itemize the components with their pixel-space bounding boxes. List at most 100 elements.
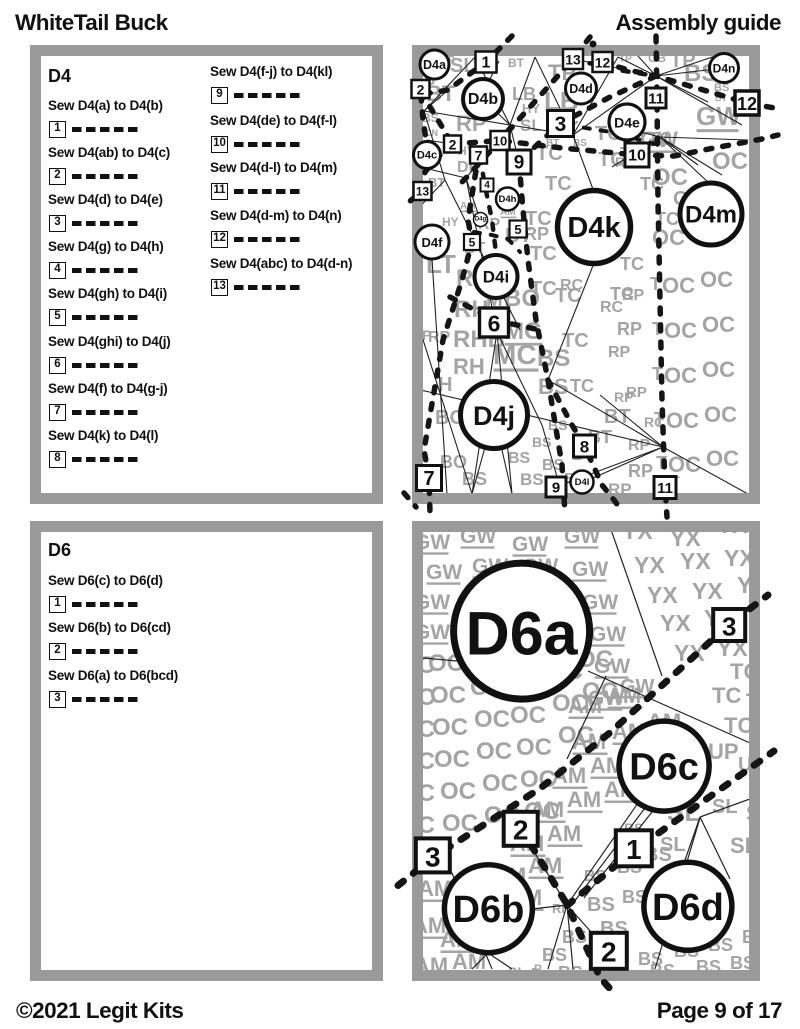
svg-text:TC: TC [525, 208, 552, 230]
svg-text:10: 10 [493, 134, 507, 149]
svg-text:BS: BS [730, 953, 755, 973]
svg-text:RP: RP [626, 384, 647, 401]
svg-text:D4e: D4e [614, 115, 640, 131]
svg-text:SL: SL [520, 116, 542, 135]
svg-text:OC: OC [399, 812, 435, 839]
svg-text:1: 1 [482, 54, 491, 71]
svg-text:BO: BO [430, 492, 456, 511]
svg-text:SL: SL [746, 801, 774, 826]
svg-text:TC: TC [620, 254, 644, 274]
svg-text:BT: BT [604, 406, 631, 428]
svg-text:OC: OC [704, 402, 737, 427]
svg-text:GW: GW [588, 687, 624, 710]
svg-text:H: H [438, 374, 452, 396]
svg-text:D4i: D4i [483, 268, 509, 287]
svg-text:LB: LB [512, 84, 536, 104]
svg-text:GW: GW [620, 676, 655, 698]
svg-text:BS: BS [508, 450, 531, 467]
svg-text:D4b: D4b [468, 91, 498, 108]
svg-text:9: 9 [514, 152, 525, 173]
svg-text:GW: GW [590, 623, 626, 646]
svg-text:OC: OC [706, 446, 739, 471]
svg-text:YX: YX [724, 545, 755, 571]
svg-text:RP: RP [617, 319, 642, 339]
svg-text:YX: YX [670, 525, 701, 551]
svg-text:OC: OC [399, 716, 435, 743]
svg-text:T: T [652, 364, 663, 384]
svg-text:6: 6 [488, 311, 501, 337]
svg-text:RP: RP [614, 389, 633, 405]
svg-text:OC: OC [432, 714, 468, 741]
svg-text:TC: TC [545, 173, 572, 195]
svg-text:RP: RP [622, 287, 645, 304]
svg-text:TC: TC [555, 285, 582, 307]
svg-text:YX: YX [737, 572, 768, 598]
svg-text:RH: RH [453, 354, 485, 379]
svg-text:HY: HY [442, 215, 459, 229]
svg-text:TC: TC [530, 278, 557, 300]
svg-text:RP: RP [524, 224, 549, 244]
svg-text:7: 7 [423, 468, 434, 490]
svg-text:RC: RC [600, 299, 624, 316]
svg-text:SL: SL [712, 796, 738, 818]
svg-text:D6a: D6a [466, 600, 579, 668]
svg-text:OC: OC [712, 148, 748, 175]
svg-text:OC: OC [664, 363, 697, 388]
svg-text:OC: OC [702, 312, 735, 337]
svg-text:BS: BS [558, 963, 583, 983]
svg-text:RP: RP [628, 461, 653, 481]
svg-text:D4h: D4h [499, 194, 517, 205]
svg-text:5: 5 [469, 236, 476, 250]
svg-text:GW: GW [582, 591, 618, 614]
svg-text:D6b: D6b [453, 889, 525, 931]
svg-text:OC: OC [702, 357, 735, 382]
svg-text:5: 5 [514, 222, 521, 237]
svg-text:OC: OC [510, 702, 546, 729]
svg-text:OC: OC [552, 690, 588, 717]
svg-text:OC: OC [476, 738, 512, 765]
svg-text:OC: OC [399, 780, 435, 807]
svg-text:OC: OC [430, 682, 466, 709]
svg-text:BS: BS [532, 434, 551, 450]
svg-text:GW: GW [594, 655, 630, 678]
svg-text:RP: RP [608, 344, 631, 361]
svg-text:D4k: D4k [567, 212, 621, 244]
svg-text:3: 3 [425, 841, 441, 872]
svg-text:4: 4 [484, 180, 490, 191]
svg-text:OC: OC [664, 318, 697, 343]
svg-text:2: 2 [513, 815, 529, 846]
svg-text:D4d: D4d [569, 82, 593, 96]
svg-text:YX: YX [634, 552, 665, 578]
svg-text:TC: TC [610, 284, 634, 304]
svg-text:10: 10 [628, 147, 646, 164]
svg-text:A: A [528, 966, 540, 983]
svg-text:T: T [650, 274, 661, 294]
svg-text:GW: GW [414, 531, 450, 554]
svg-text:TC: TC [746, 689, 775, 714]
svg-text:YX: YX [680, 548, 711, 574]
svg-text:TP: TP [670, 50, 696, 72]
svg-text:OC: OC [666, 408, 699, 433]
svg-text:OC: OC [442, 810, 478, 837]
svg-text:1: 1 [626, 834, 642, 865]
svg-text:AM: AM [568, 693, 602, 718]
svg-text:BS: BS [650, 961, 675, 981]
svg-text:RC: RC [644, 414, 664, 430]
svg-text:BT: BT [546, 138, 559, 149]
svg-text:2: 2 [449, 137, 457, 153]
svg-text:P: P [534, 962, 542, 976]
svg-text:BS: BS [696, 957, 721, 977]
svg-text:T: T [654, 409, 665, 429]
svg-text:D6d: D6d [652, 887, 724, 929]
svg-text:BS: BS [714, 82, 729, 94]
svg-text:D4a: D4a [423, 58, 447, 72]
svg-text:TC: TC [712, 683, 741, 708]
svg-text:BT: BT [508, 56, 525, 70]
svg-text:OC: OC [440, 778, 476, 805]
svg-text:BS: BS [542, 945, 567, 965]
svg-text:T: T [652, 319, 663, 339]
svg-text:3: 3 [722, 611, 736, 641]
svg-text:OC: OC [700, 267, 733, 292]
svg-text:SL: SL [730, 833, 758, 858]
svg-text:BS: BS [587, 894, 615, 916]
